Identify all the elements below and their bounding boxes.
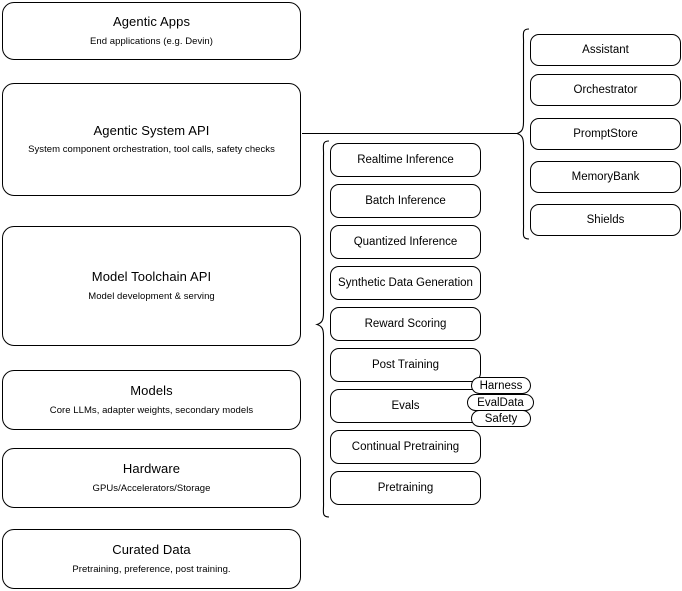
toolchain-item-evals[interactable]: Evals xyxy=(330,389,481,423)
layer-subtitle: GPUs/Accelerators/Storage xyxy=(92,482,211,494)
toolchain-item-label: Evals xyxy=(391,399,420,412)
layer-hardware[interactable]: Hardware GPUs/Accelerators/Storage xyxy=(2,448,301,508)
agentic-component-orchestrator[interactable]: Orchestrator xyxy=(530,74,681,106)
layer-title: Model Toolchain API xyxy=(91,269,212,285)
evals-subitem-label: EvalData xyxy=(477,396,524,409)
layer-title: Models xyxy=(130,383,173,399)
layer-title: Agentic Apps xyxy=(112,14,191,30)
toolchain-item-quantized-inference[interactable]: Quantized Inference xyxy=(330,225,481,259)
layer-subtitle: Pretraining, preference, post training. xyxy=(72,563,231,575)
evals-subitem-safety[interactable]: Safety xyxy=(471,410,531,427)
agentic-component-memorybank[interactable]: MemoryBank xyxy=(530,161,681,193)
layer-title: Curated Data xyxy=(112,542,191,558)
toolchain-item-label: Post Training xyxy=(371,358,440,371)
layer-curated-data[interactable]: Curated Data Pretraining, preference, po… xyxy=(2,529,301,589)
evals-subitem-label: Harness xyxy=(479,379,523,392)
layer-agentic-apps[interactable]: Agentic Apps End applications (e.g. Devi… xyxy=(2,2,301,60)
toolchain-item-continual-pretraining[interactable]: Continual Pretraining xyxy=(330,430,481,464)
toolchain-item-label: Continual Pretraining xyxy=(351,440,460,453)
layer-subtitle: End applications (e.g. Devin) xyxy=(90,35,213,47)
agentic-component-promptstore[interactable]: PromptStore xyxy=(530,118,681,150)
toolchain-item-label: Realtime Inference xyxy=(357,153,454,166)
agentic-component-label: Assistant xyxy=(582,43,629,56)
toolchain-item-label: Pretraining xyxy=(377,481,434,494)
layer-title: Agentic System API xyxy=(93,122,210,138)
agentic-component-assistant[interactable]: Assistant xyxy=(530,34,681,66)
toolchain-item-batch-inference[interactable]: Batch Inference xyxy=(330,184,481,218)
agentic-component-label: Shields xyxy=(586,213,625,226)
layer-model-toolchain-api[interactable]: Model Toolchain API Model development & … xyxy=(2,226,301,346)
layer-agentic-system-api[interactable]: Agentic System API System component orch… xyxy=(2,83,301,196)
evals-subitem-evaldata[interactable]: EvalData xyxy=(467,394,534,411)
agentic-component-shields[interactable]: Shields xyxy=(530,204,681,236)
toolchain-item-label: Reward Scoring xyxy=(364,317,447,330)
layer-title: Hardware xyxy=(122,461,181,477)
evals-subitem-harness[interactable]: Harness xyxy=(471,377,531,394)
toolchain-item-reward-scoring[interactable]: Reward Scoring xyxy=(330,307,481,341)
toolchain-item-pretraining[interactable]: Pretraining xyxy=(330,471,481,505)
layer-subtitle: Model development & serving xyxy=(88,290,215,302)
brace-agentic-system-components xyxy=(515,28,530,240)
agentic-component-label: Orchestrator xyxy=(573,83,638,96)
toolchain-item-realtime-inference[interactable]: Realtime Inference xyxy=(330,143,481,177)
toolchain-item-synthetic-data-generation[interactable]: Synthetic Data Generation xyxy=(330,266,481,300)
toolchain-item-label: Batch Inference xyxy=(365,194,446,207)
toolchain-item-label: Quantized Inference xyxy=(353,235,458,248)
brace-toolchain-components xyxy=(315,140,330,518)
layer-subtitle: System component orchestration, tool cal… xyxy=(28,144,275,156)
evals-subitem-label: Safety xyxy=(484,412,518,425)
agentic-component-label: PromptStore xyxy=(573,127,638,140)
layer-models[interactable]: Models Core LLMs, adapter weights, secon… xyxy=(2,370,301,430)
layer-subtitle: Core LLMs, adapter weights, secondary mo… xyxy=(49,404,254,416)
toolchain-item-label: Synthetic Data Generation xyxy=(338,276,473,289)
agentic-component-label: MemoryBank xyxy=(571,170,640,183)
toolchain-item-post-training[interactable]: Post Training xyxy=(330,348,481,382)
